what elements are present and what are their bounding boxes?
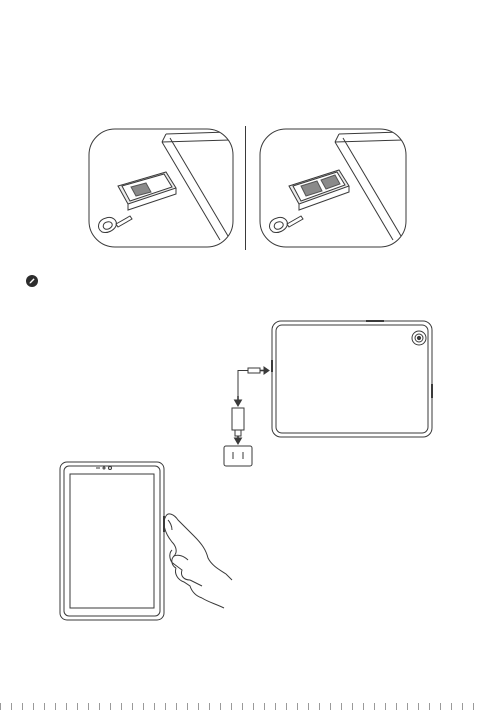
panel-divider (244, 126, 247, 250)
usb-c-plug (248, 367, 269, 374)
tablet-front (60, 462, 164, 620)
sim-tray-illustration-left (88, 128, 234, 248)
tablet-back (272, 321, 432, 437)
power-on-illustration (56, 458, 246, 624)
page-edge-marks (0, 703, 483, 710)
pencil-note-icon (26, 275, 38, 287)
sim-tray-illustration-right (259, 128, 407, 248)
charging-illustration (218, 318, 436, 468)
adapter-connector (232, 408, 244, 444)
finger-pressing-hand (164, 514, 232, 608)
